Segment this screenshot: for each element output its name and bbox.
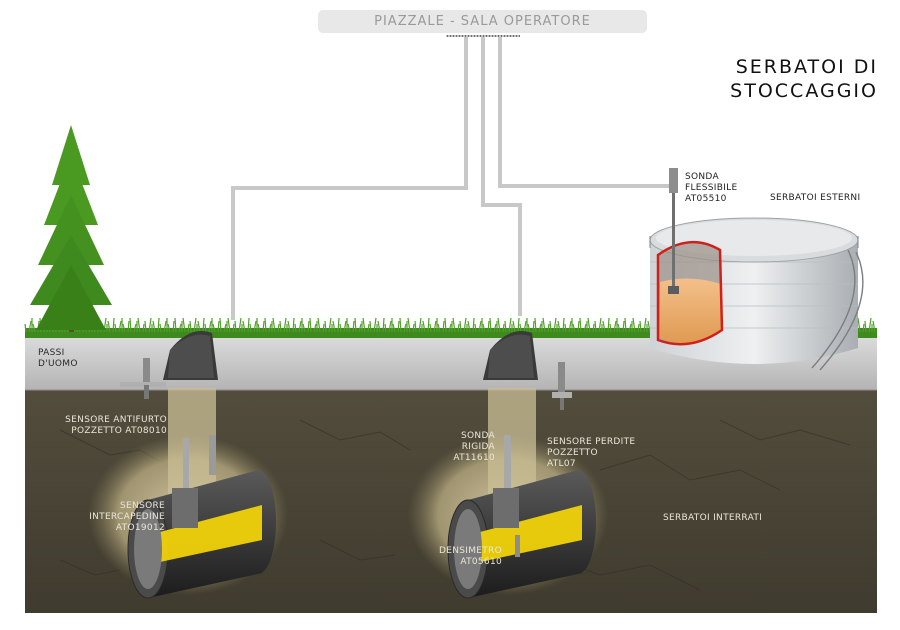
probe-pit-2 <box>493 435 520 557</box>
header-connector-dots <box>446 34 520 38</box>
sensor-perdite-icon <box>552 362 572 410</box>
soil-cracks <box>59 419 851 591</box>
label-densimetro: DENSIMETRO AT05610 <box>438 546 502 567</box>
control-room-header: PIAZZALE - SALA OPERATORE <box>318 10 647 33</box>
tank-stairs <box>811 249 864 371</box>
label-sonda-flessibile: SONDA FLESSIBILE AT05510 <box>685 172 738 204</box>
probe-pit-1 <box>172 435 216 528</box>
title-line-1: SERBATOI DI <box>735 56 878 78</box>
manhole-cover-1 <box>163 331 218 380</box>
cable-lines <box>231 37 672 320</box>
label-passi-uomo: PASSI D'UOMO <box>38 348 78 369</box>
external-tank <box>649 168 864 371</box>
sonda-flessibile-probe-icon <box>668 168 679 294</box>
label-sensore-intercapedine: SENSORE INTERCAPEDINE ATO19012 <box>89 501 165 533</box>
control-room-label: PIAZZALE - SALA OPERATORE <box>374 14 591 29</box>
label-serbatoi-interrati: SERBATOI INTERRATI <box>663 513 763 523</box>
grass-strip <box>25 328 877 338</box>
tank-cutaway <box>656 240 724 346</box>
tree-icon <box>30 125 112 332</box>
pit-2 <box>408 331 608 599</box>
page-title: SERBATOI DI STOCCAGGIO <box>730 55 878 103</box>
label-sensore-antifurto: SENSORE ANTIFURTO POZZETTO AT08010 <box>65 415 167 436</box>
sensor-antifurto-icon <box>120 358 166 399</box>
pit-1 <box>88 331 288 599</box>
title-line-2: STOCCAGGIO <box>730 80 878 102</box>
label-serbatoi-esterni: SERBATOI ESTERNI <box>770 193 861 203</box>
label-sonda-rigida: SONDA RIGIDA AT11610 <box>453 431 495 463</box>
manhole-cover-2 <box>483 331 538 380</box>
label-sensore-perdite: SENSORE PERDITE POZZETTO ATL07 <box>547 437 636 469</box>
